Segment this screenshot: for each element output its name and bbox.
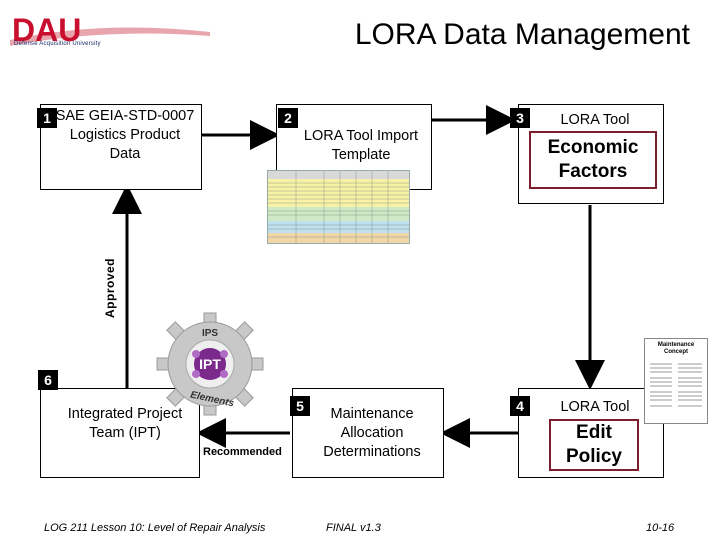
step-4-box: LORA Tool Edit Policy — [518, 388, 664, 478]
step-4-label: Edit Policy — [566, 422, 622, 467]
step-2-label: LORA Tool Import Template — [303, 128, 419, 163]
import-template-thumbnail — [267, 170, 410, 244]
step-4-number: 4 — [510, 396, 530, 416]
step-2-number: 2 — [278, 108, 298, 128]
step-1-label: SAE GEIA-STD-0007 Logistics Product Data — [55, 108, 195, 162]
step-4-tool: LORA Tool — [560, 399, 630, 415]
logo-subtitle: Defense Acquisition University — [14, 41, 101, 47]
step-5-label: Maintenance Allocation Determinations — [323, 406, 421, 460]
step-1-box: SAE GEIA-STD-0007 Logistics Product Data — [40, 104, 202, 190]
dau-logo-graphic: DAU — [10, 12, 210, 48]
gear-icon: IPT IPS Elements — [156, 312, 264, 416]
recommended-label: Recommended — [203, 446, 282, 458]
logo-mark: DAU — [12, 12, 81, 48]
step-3-number: 3 — [510, 108, 530, 128]
spreadsheet-icon — [268, 171, 409, 243]
approved-label: Approved — [103, 257, 117, 318]
step-6-label: Integrated Project Team (IPT) — [67, 406, 183, 441]
step-3-tool: LORA Tool — [560, 112, 630, 128]
step-5-number: 5 — [290, 396, 310, 416]
footer-page-number: 10-16 — [646, 522, 675, 534]
step-5-box: Maintenance Allocation Determinations — [292, 388, 444, 478]
edit-policy-box: Edit Policy — [549, 419, 639, 471]
step-1-number: 1 — [37, 108, 57, 128]
document-lines-icon — [650, 363, 702, 407]
dau-logo: DAU — [10, 10, 210, 54]
page-title: LORA Data Management — [354, 18, 690, 51]
step-6-number: 6 — [38, 370, 58, 390]
ips-ipt-gear: IPT IPS Elements — [156, 312, 264, 416]
maintenance-concept-document: Maintenance Concept — [644, 338, 708, 424]
footer-course: LOG 211 Lesson 10: Level of Repair Analy… — [44, 522, 266, 534]
economic-factors-box: Economic Factors — [529, 131, 657, 189]
footer-version: FINAL v1.3 — [326, 522, 381, 534]
gear-top-label: IPS — [202, 328, 218, 339]
gear-center-label: IPT — [199, 356, 221, 372]
document-title: Maintenance Concept — [657, 342, 695, 355]
step-3-box: LORA Tool Economic Factors — [518, 104, 664, 204]
step-3-label: Economic Factors — [547, 137, 639, 182]
